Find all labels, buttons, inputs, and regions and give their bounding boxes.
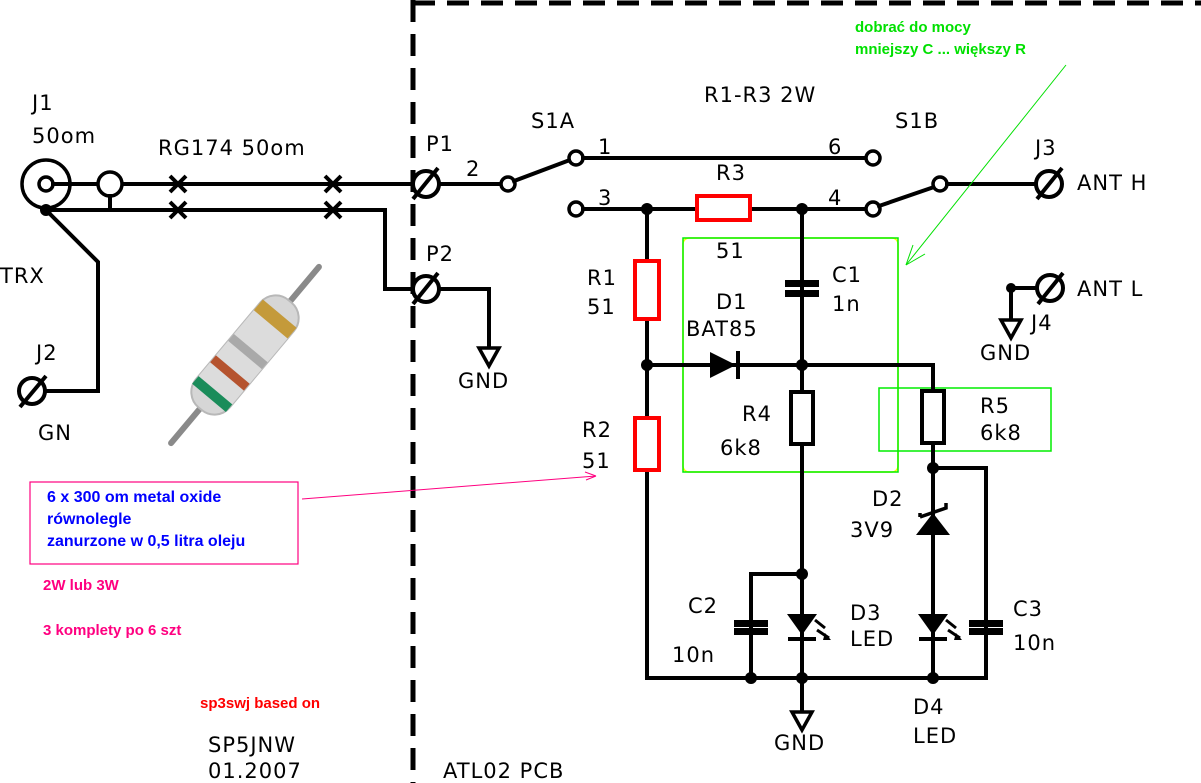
s1b-contact-4 — [864, 200, 882, 218]
ground-icon — [789, 710, 815, 734]
ant-h-label: ANT H — [1077, 171, 1147, 195]
d3-label: D3 — [850, 601, 882, 625]
c2-capacitor-plate-bottom — [734, 628, 768, 635]
gnd-bottom-label: GND — [774, 731, 825, 755]
r5-value: 6k8 — [980, 421, 1022, 445]
j4-ground-icon — [998, 318, 1024, 342]
d2-label: D2 — [872, 487, 904, 511]
s1b-label: S1B — [895, 109, 939, 133]
r2-resistor — [633, 416, 661, 472]
s1b-pin4: 4 — [828, 186, 842, 210]
r2-value: 51 — [582, 449, 611, 473]
pcb-boundary — [410, 0, 1201, 783]
c1-capacitor-plate-bottom — [785, 290, 819, 297]
c1-value: 1n — [832, 292, 861, 316]
d4-led-icon — [918, 614, 962, 641]
c3-value: 10n — [1013, 631, 1056, 655]
blue-note-box — [29, 481, 299, 565]
s1a-contact-3 — [567, 200, 585, 218]
r3-label: R3 — [716, 161, 746, 185]
s1a-common-contact — [499, 175, 517, 193]
date-label: 01.2007 — [208, 759, 302, 783]
s1a-lever — [511, 157, 573, 184]
r1-resistor — [633, 259, 661, 321]
coax-label: RG174 50om — [158, 136, 306, 160]
d2-value: 3V9 — [850, 518, 894, 542]
c2-value: 10n — [672, 643, 715, 667]
p2-label: P2 — [426, 242, 454, 266]
j1-label: J1 — [30, 91, 54, 115]
s1a-pin3: 3 — [598, 186, 612, 210]
s1a-pin2: 2 — [466, 157, 480, 181]
c3-label: C3 — [1013, 597, 1043, 621]
r5-label: R5 — [980, 394, 1010, 418]
c3-capacitor-plate-bottom — [969, 628, 1003, 635]
green-note-line2: mniejszy C ... większy R — [855, 41, 1026, 58]
j2-label: J2 — [34, 341, 58, 365]
s1a-pin1: 1 — [598, 135, 612, 159]
c1-capacitor-plate-top — [785, 280, 819, 287]
trx-label: TRX — [0, 264, 45, 288]
j4-terminal-icon — [1035, 271, 1065, 306]
author-label: SP5JNW — [208, 733, 296, 757]
r1-value: 51 — [587, 295, 616, 319]
green-note-line1: dobrać do mocy — [855, 19, 972, 36]
r5-highlight — [878, 387, 1052, 452]
r4-resistor — [789, 390, 815, 446]
c3-capacitor-plate-top — [969, 620, 1003, 627]
r3-value: 51 — [716, 239, 745, 263]
s1b-common-contact — [931, 175, 949, 193]
s1b-pin6: 6 — [828, 135, 842, 159]
d3-led-icon — [787, 614, 831, 641]
d1-value: BAT85 — [686, 317, 758, 341]
p2-ground-icon — [476, 346, 502, 370]
rf-detector-highlight — [682, 237, 899, 473]
c2-label: C2 — [688, 594, 718, 618]
r4-value: 6k8 — [720, 436, 762, 460]
j4-label: J4 — [1029, 311, 1053, 335]
s1a-label: S1A — [531, 109, 575, 133]
d1-diode-icon — [710, 351, 740, 379]
r2-label: R2 — [582, 418, 612, 442]
power-rating-note: 2W lub 3W — [43, 577, 120, 594]
r-power-label: R1-R3 2W — [704, 83, 816, 107]
s1b-contact-6 — [864, 149, 882, 167]
resistor-photo — [168, 263, 322, 447]
blue-note-line2: równolegle — [47, 511, 132, 528]
s1a-contact-1 — [567, 149, 585, 167]
d4-label: D4 — [913, 695, 945, 719]
blue-note-arrow-icon — [301, 471, 597, 500]
d1-label: D1 — [716, 290, 748, 314]
p2-ground-wire — [437, 287, 491, 350]
p2-terminal-icon — [411, 271, 441, 306]
j3-terminal-icon — [1034, 166, 1064, 201]
r1-label: R1 — [587, 266, 617, 290]
j4-gnd-label: GND — [980, 341, 1031, 365]
c2-capacitor-plate-top — [734, 620, 768, 627]
blue-note-line3: zanurzone w 0,5 litra oleju — [47, 533, 245, 550]
p1-terminal-icon — [411, 166, 441, 201]
ant-l-label: ANT L — [1077, 277, 1143, 301]
d4-value: LED — [913, 724, 957, 748]
based-on-note: sp3swj based on — [200, 695, 320, 712]
trx-ground-wire — [40, 207, 100, 393]
p1-label: P1 — [426, 132, 454, 156]
blue-note-line1: 6 x 300 om metal oxide — [47, 489, 221, 506]
c1-label: C1 — [832, 263, 862, 287]
d2-zener-icon — [916, 503, 950, 535]
j2-name: GN — [38, 421, 72, 445]
r4-label: R4 — [742, 402, 772, 426]
r5-resistor — [920, 389, 946, 445]
pcb-label: ATL02 PCB — [443, 759, 564, 783]
j1-impedance: 50om — [32, 124, 96, 148]
d3-value: LED — [850, 627, 894, 651]
green-note-arrow-icon — [905, 64, 1067, 266]
r3-resistor — [695, 194, 752, 222]
j3-label: J3 — [1033, 136, 1057, 160]
s1b-lever — [876, 184, 937, 209]
p2-gnd-label: GND — [458, 369, 509, 393]
j2-terminal-icon — [17, 374, 48, 409]
sets-note: 3 komplety po 6 szt — [43, 622, 181, 639]
